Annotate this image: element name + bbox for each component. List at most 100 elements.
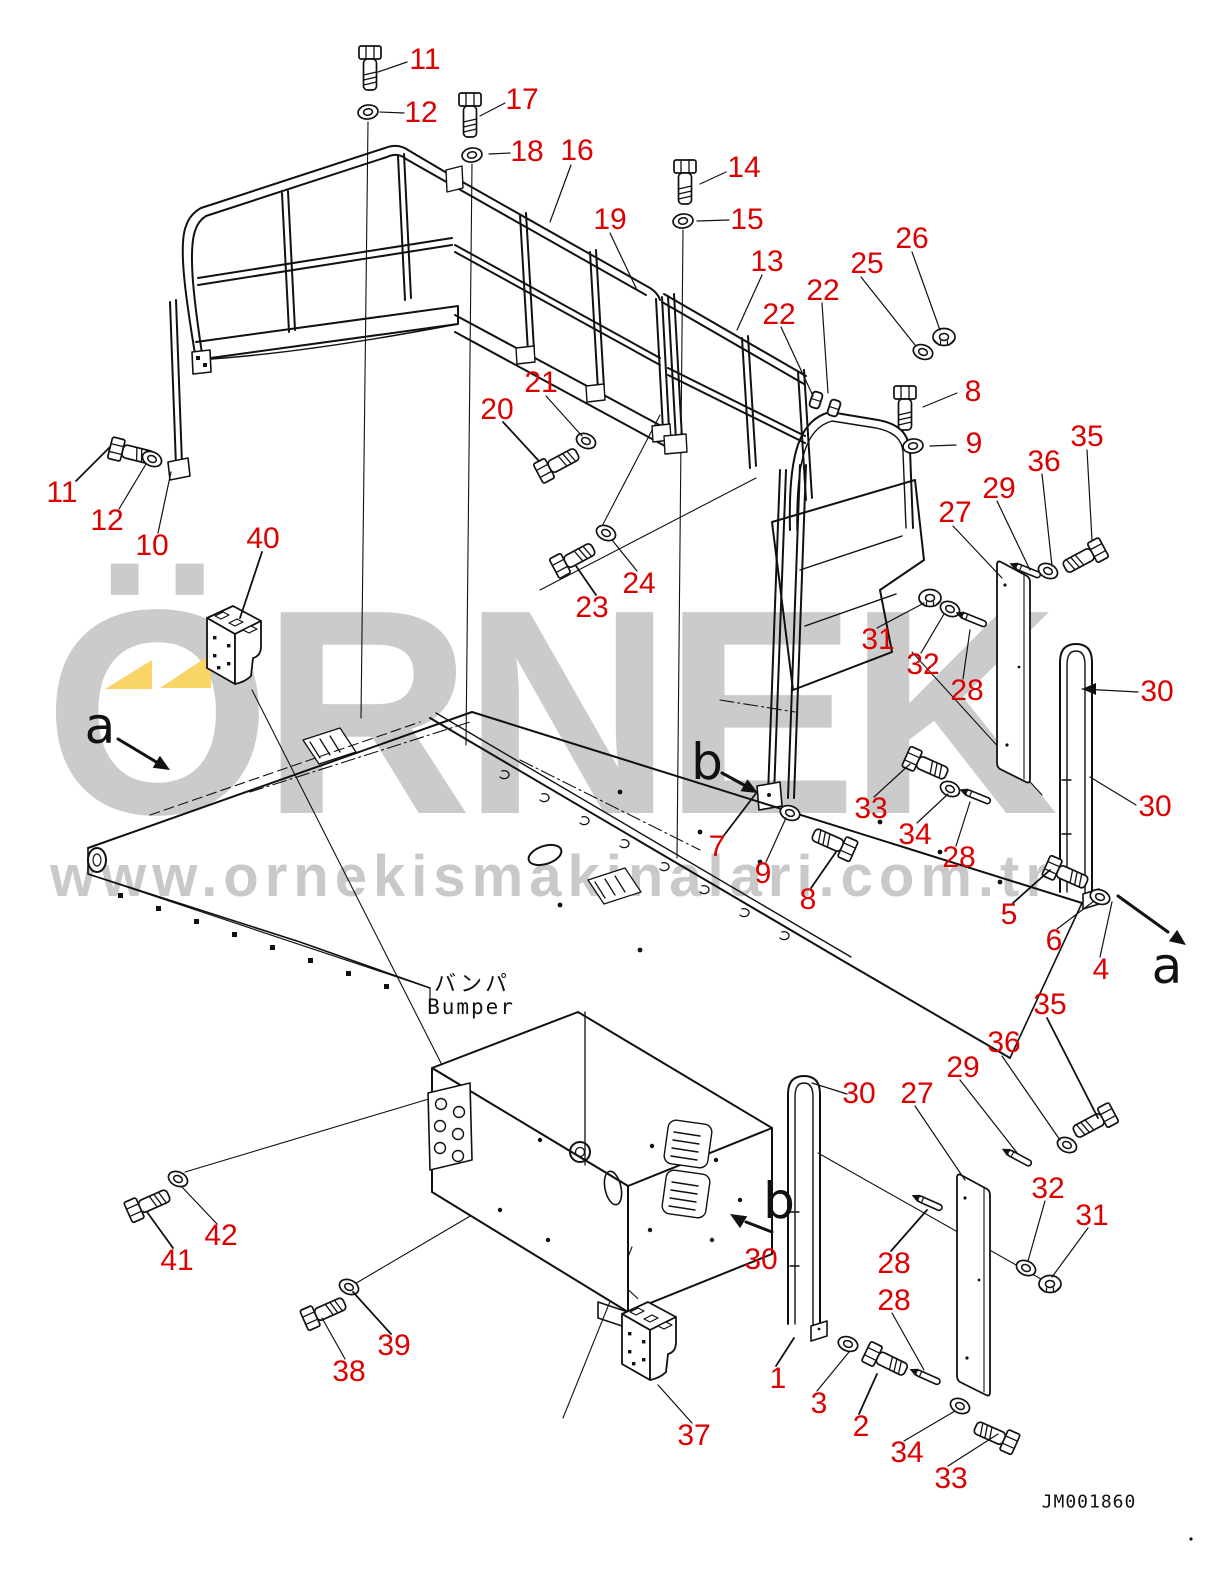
bolt-icon: [1058, 536, 1110, 579]
part-callout-42-52: 42: [204, 1219, 238, 1252]
bolt-icon: [358, 45, 382, 91]
part-callout-5-30: 5: [1000, 898, 1018, 931]
part-callout-8-13: 8: [964, 375, 982, 408]
bolt-icon: [673, 159, 697, 205]
part-callout-36-16: 36: [1027, 445, 1061, 478]
part-callout-27-18: 27: [938, 496, 972, 529]
washer-icon: [835, 1333, 861, 1355]
nut-icon: [932, 327, 956, 347]
view-letter-b-2: b: [763, 1172, 795, 1230]
leader-lines: [75, 61, 1139, 1467]
part-callout-20-33: 20: [480, 393, 514, 426]
drawing-number: JM001860: [1041, 1491, 1137, 1513]
nut-icon: [1038, 1274, 1062, 1294]
part-callout-34-25: 34: [898, 818, 932, 851]
washer-icon: [356, 102, 380, 122]
part-callout-35-15: 35: [1070, 420, 1104, 453]
part-callout-29-17: 29: [982, 472, 1016, 505]
watermark-url: www.ornekismakinalari.com.tr: [50, 844, 1054, 909]
part-callout-30-23: 30: [1138, 790, 1172, 823]
part-callout-28-26: 28: [942, 841, 976, 874]
part-callout-34-59: 34: [890, 1436, 924, 1469]
mount-block-40: [206, 605, 262, 685]
plate-upper: [996, 560, 1031, 784]
bolt-icon: [458, 92, 482, 138]
part-callout-11-0: 11: [409, 43, 441, 76]
bolt-icon: [1040, 854, 1092, 895]
bolt-icon: [1068, 1101, 1120, 1144]
pin-icon: [957, 784, 993, 807]
view-letter-a-0: a: [84, 697, 116, 755]
part-callout-8-29: 8: [799, 883, 817, 916]
clamp-icon: [807, 389, 825, 411]
part-callout-17-2: 17: [505, 83, 539, 116]
bolt-icon: [860, 1340, 912, 1382]
part-callout-26-12: 26: [895, 222, 929, 255]
handrail-mid: [445, 165, 672, 447]
plate-lower: [956, 1173, 991, 1397]
part-callout-22-10: 22: [762, 298, 796, 331]
page-dot: [1189, 1537, 1193, 1541]
part-callout-40-37: 40: [246, 522, 280, 555]
part-callout-2-58: 2: [852, 1410, 870, 1443]
part-callout-28-48: 28: [877, 1247, 911, 1280]
pin-icon: [906, 1364, 943, 1388]
view-letter-b-1: b: [691, 733, 723, 791]
part-callout-30-50: 30: [744, 1243, 778, 1276]
handrail-left: [167, 144, 459, 481]
part-callout-23-36: 23: [575, 591, 609, 624]
part-callout-15-7: 15: [730, 203, 764, 236]
part-callout-11-38: 11: [46, 476, 78, 509]
washer-icon: [592, 521, 620, 545]
watermark-logo-triangles: [105, 654, 211, 689]
part-callout-30-45: 30: [842, 1077, 876, 1110]
part-callout-3-57: 3: [810, 1387, 828, 1420]
washer-icon: [335, 1275, 363, 1299]
part-callout-25-11: 25: [850, 247, 884, 280]
washer-icon: [901, 436, 925, 456]
bumper-label-jp: バンパ: [433, 972, 511, 997]
part-callout-12-1: 12: [404, 96, 438, 129]
part-callout-33-24: 33: [854, 792, 888, 825]
part-callout-31-19: 31: [861, 623, 895, 656]
bumper-deck: [87, 699, 1083, 1059]
washer-icon: [1034, 559, 1062, 583]
part-callout-29-43: 29: [946, 1051, 980, 1084]
stairway: [756, 411, 925, 811]
part-callout-32-46: 32: [1031, 1172, 1065, 1205]
part-callout-27-44: 27: [900, 1077, 934, 1110]
part-callout-19-5: 19: [593, 203, 627, 236]
part-callout-6-31: 6: [1045, 924, 1063, 957]
part-callout-33-60: 33: [934, 1462, 968, 1495]
part-callout-13-8: 13: [750, 245, 784, 278]
part-callout-37-55: 37: [677, 1419, 711, 1452]
bumper-box: [427, 1011, 773, 1335]
part-callout-14-6: 14: [727, 151, 761, 184]
part-callout-39-53: 39: [377, 1329, 411, 1362]
part-callout-9-14: 9: [965, 427, 983, 460]
part-callout-16-4: 16: [560, 134, 594, 167]
washer-icon: [460, 145, 484, 165]
washer-icon: [671, 211, 695, 231]
handrail-rear: [661, 293, 813, 501]
part-callout-30-22: 30: [1140, 675, 1174, 708]
part-callout-7-27: 7: [708, 830, 726, 863]
part-callout-1-56: 1: [769, 1362, 787, 1395]
part-callout-31-47: 31: [1075, 1199, 1109, 1232]
bolt-icon: [298, 1291, 350, 1332]
pin-icon: [908, 1190, 945, 1214]
bolt-icon: [122, 1183, 174, 1224]
bolt-icon: [532, 442, 584, 485]
bumper-label-en: Bumper: [427, 995, 515, 1019]
part-callout-28-21: 28: [950, 674, 984, 707]
mount-block-37: [621, 1301, 677, 1381]
part-callout-28-49: 28: [877, 1284, 911, 1317]
view-arrows: [116, 737, 1186, 1234]
part-callout-35-41: 35: [1033, 988, 1067, 1021]
view-letter-a-3: a: [1151, 937, 1183, 995]
part-callout-22-9: 22: [806, 274, 840, 307]
washer-icon: [572, 429, 600, 453]
part-callout-18-3: 18: [510, 135, 544, 168]
part-callout-21-34: 21: [524, 366, 558, 399]
